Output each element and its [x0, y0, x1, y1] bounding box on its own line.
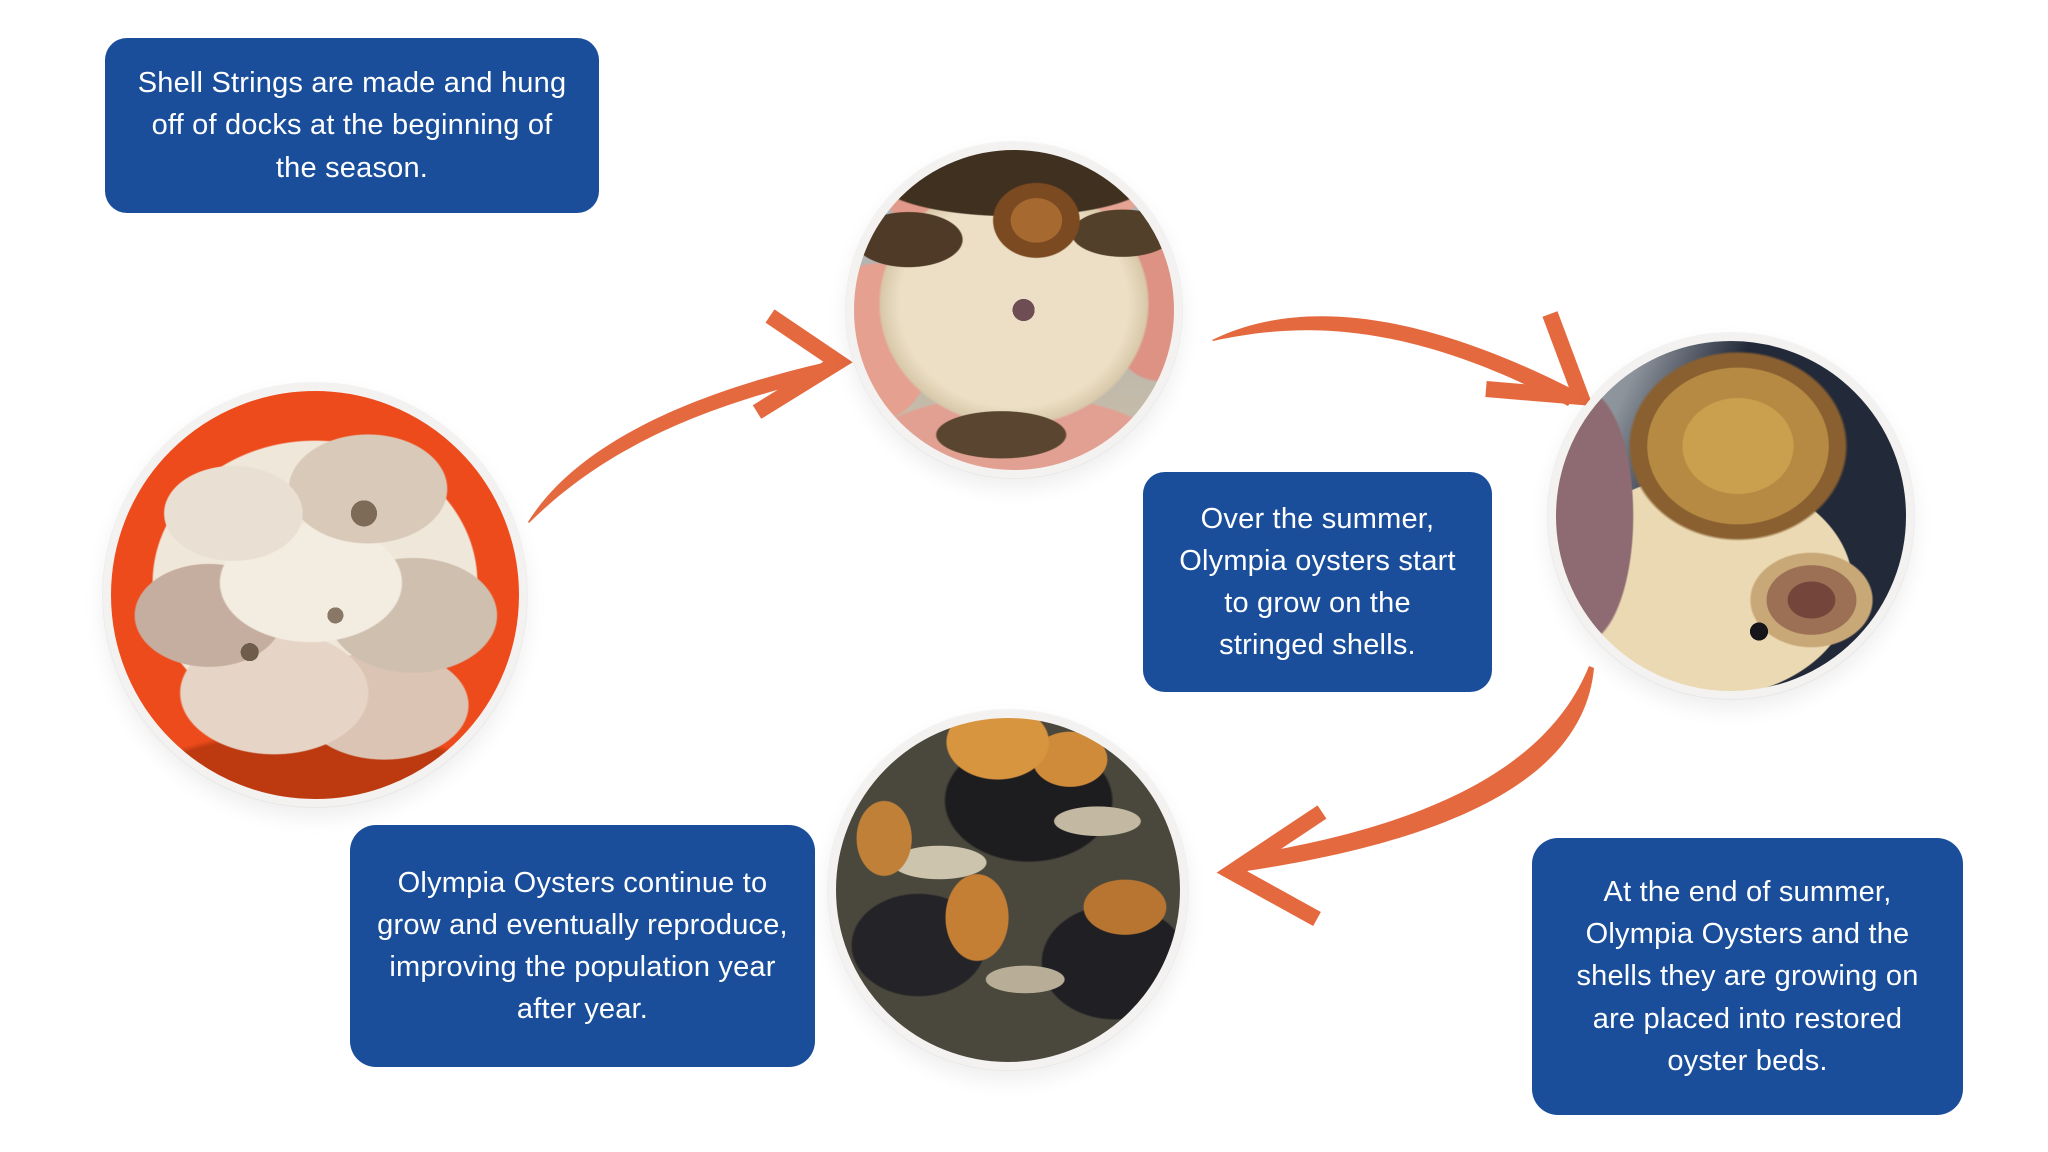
step-box-end-of-summer: At the end of summer, Olympia Oysters an… [1532, 838, 1963, 1115]
step-text-line: Shell Strings are made and hung [137, 67, 567, 100]
arrow-bucket-to-shell-string-icon [528, 309, 853, 523]
step-box-shell-strings: Shell Strings are made and hung off of d… [105, 38, 599, 213]
step-text-line: At the end of summer, [1603, 876, 1892, 909]
step-text-line: Olympia Oysters continue to [397, 866, 768, 899]
step-box-reproduce: Olympia Oysters continue to grow and eve… [350, 825, 815, 1067]
step-text-line: grow and eventually reproduce, [377, 908, 788, 941]
step-text-line: after year. [516, 993, 649, 1026]
step-text-line: the season. [275, 151, 429, 184]
step-box-summer-growth: Over the summer, Olympia oysters start t… [1143, 472, 1492, 692]
step-text-line: are placed into restored [1592, 1002, 1903, 1035]
step-text-line: stringed shells. [1219, 629, 1416, 662]
photo-hand-holding-drilled-shell [846, 142, 1182, 478]
step-text-line: off of docks at the beginning of [151, 109, 553, 142]
step-text-line: Olympia Oysters and the [1585, 918, 1910, 951]
photo-oyster-growing-on-shell [1548, 333, 1914, 699]
step-text-line: to grow on the [1224, 587, 1411, 619]
step-text-line: shells they are growing on [1576, 960, 1919, 993]
arrow-shell-string-to-oyster-icon [1212, 311, 1593, 407]
photo-bucket-of-oyster-shells [103, 383, 527, 807]
step-text-line: oyster beds. [1667, 1044, 1828, 1077]
photo-restored-oyster-bed [828, 710, 1188, 1070]
step-text-line: improving the population year [389, 951, 776, 983]
step-text-line: Over the summer, [1200, 502, 1435, 535]
step-text-line: Olympia oysters start [1179, 544, 1456, 577]
